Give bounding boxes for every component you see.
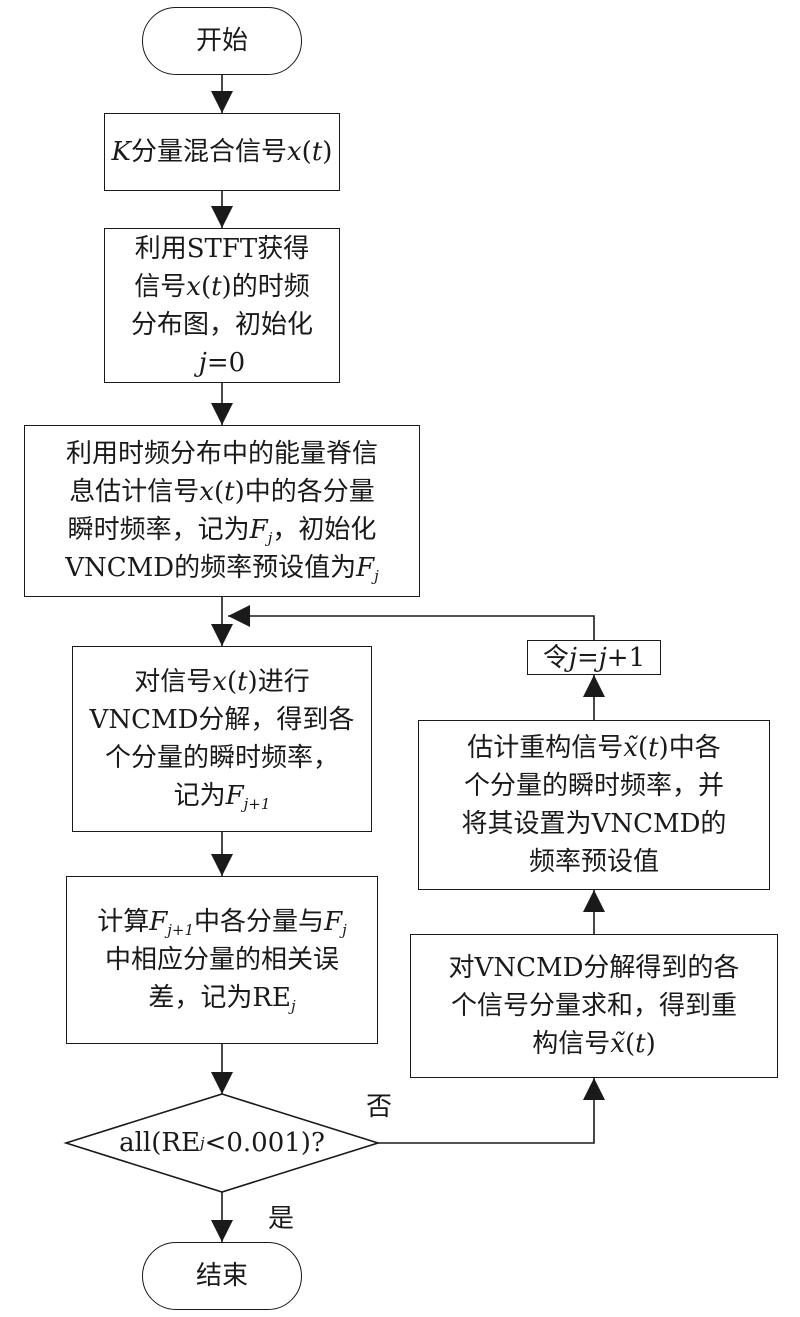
start-terminal: 开始	[142, 7, 302, 75]
decompose-line-1: 对信号x(t)进行	[134, 667, 310, 697]
stft-box: 利用STFT获得 信号x(t)的时频 分布图，初始化 j=0	[104, 228, 340, 383]
arrow-increment-loop-back	[228, 605, 595, 640]
start-label: 开始	[195, 26, 248, 56]
sum-line-3: 构信号x̃(t)	[532, 1029, 656, 1059]
stft-line-2: 信号x(t)的时频	[134, 271, 310, 302]
re-estimate-box: 估计重构信号x̃(t)中各 个分量的瞬时频率，并 将其设置为VNCMD的 频率预…	[418, 720, 770, 890]
end-label: 结束	[195, 1261, 248, 1291]
estimate-line-4: VNCMD的频率预设值为Fj	[65, 553, 379, 585]
stft-line-4: j=0	[198, 347, 246, 378]
ridge-estimate-box: 利用时频分布中的能量脊信 息估计信号x(t)中的各分量 瞬时频率，记为Fj，初始…	[24, 425, 420, 597]
decompose-line-4: 记为Fj+1	[173, 781, 271, 813]
reconstruct-sum-box: 对VNCMD分解得到的各 个信号分量求和，得到重 构信号x̃(t)	[410, 934, 778, 1078]
reestimate-line-2: 个分量的瞬时频率，并	[463, 771, 724, 801]
increment-label: 令j=j+1	[542, 642, 646, 673]
ridge-estimate-text: 利用时频分布中的能量脊信 息估计信号x(t)中的各分量 瞬时频率，记为Fj，初始…	[65, 435, 379, 587]
arrow-decision-no-to-sum	[378, 1078, 605, 1144]
relative-error-box: 计算Fj+1中各分量与Fj 中相应分量的相关误 差，记为REj	[66, 876, 378, 1044]
no-branch-label: 否	[366, 1092, 393, 1122]
reestimate-line-3: 将其设置为VNCMD的	[461, 809, 727, 839]
increment-box: 令j=j+1	[527, 640, 661, 675]
error-line-1: 计算Fj+1中各分量与Fj	[97, 907, 347, 939]
yes-branch-label: 是	[268, 1204, 295, 1234]
error-text: 计算Fj+1中各分量与Fj 中相应分量的相关误 差，记为REj	[97, 903, 347, 1017]
reestimate-line-4: 频率预设值	[528, 847, 659, 877]
error-line-3: 差，记为REj	[148, 983, 296, 1015]
sum-line-2: 个信号分量求和，得到重	[450, 991, 737, 1021]
stft-text: 利用STFT获得 信号x(t)的时频 分布图，初始化 j=0	[131, 230, 313, 382]
error-line-2: 中相应分量的相关误	[104, 945, 339, 975]
reestimate-line-1: 估计重构信号x̃(t)中各	[467, 733, 721, 763]
decision-diamond	[63, 1093, 381, 1193]
estimate-line-2: 息估计信号x(t)中的各分量	[69, 477, 375, 507]
decompose-text: 对信号x(t)进行 VNCMD分解，得到各 个分量的瞬时频率， 记为Fj+1	[90, 663, 355, 815]
vncmd-decompose-box: 对信号x(t)进行 VNCMD分解，得到各 个分量的瞬时频率， 记为Fj+1	[72, 646, 372, 832]
sum-text: 对VNCMD分解得到的各 个信号分量求和，得到重 构信号x̃(t)	[449, 949, 740, 1063]
input-signal-box: K分量混合信号x(t)	[104, 113, 340, 191]
stft-line-3: 分布图，初始化	[130, 309, 313, 340]
decompose-line-2: VNCMD分解，得到各	[89, 705, 355, 735]
stft-line-1: 利用STFT获得	[134, 233, 310, 264]
sum-line-1: 对VNCMD分解得到的各	[448, 953, 740, 983]
decompose-line-3: 个分量的瞬时频率，	[104, 743, 339, 773]
input-signal-label: K分量混合信号x(t)	[111, 137, 333, 167]
estimate-line-1: 利用时频分布中的能量脊信	[65, 439, 378, 469]
end-terminal: 结束	[142, 1242, 302, 1310]
estimate-line-3: 瞬时频率，记为Fj，初始化	[67, 515, 377, 547]
reestimate-text: 估计重构信号x̃(t)中各 个分量的瞬时频率，并 将其设置为VNCMD的 频率预…	[462, 729, 727, 881]
